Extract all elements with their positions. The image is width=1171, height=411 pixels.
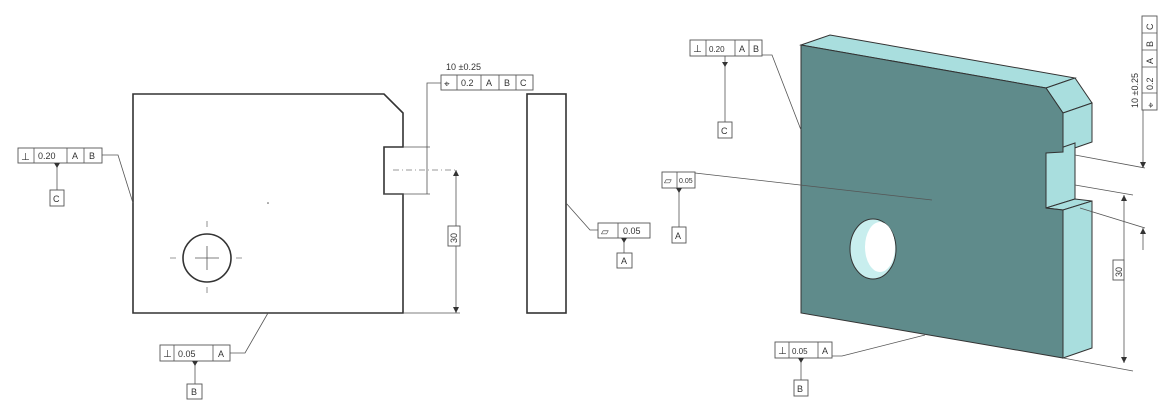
iso-fcf-perpendicularity-left: ⊥ 0.20 A B [689, 39, 763, 57]
svg-text:A: A [72, 151, 78, 161]
svg-text:C: C [721, 126, 728, 136]
svg-text:0.05: 0.05 [679, 178, 693, 185]
fcf-perpendicularity-bottom: ⊥ 0.05 A [159, 344, 231, 362]
svg-text:30: 30 [1114, 267, 1124, 277]
leader [102, 154, 134, 204]
svg-text:⊥: ⊥ [163, 349, 172, 360]
svg-text:0.2: 0.2 [1145, 77, 1155, 90]
svg-text:B: B [191, 387, 197, 397]
side-view: ▱ 0.05 A [526, 93, 651, 314]
svg-text:C: C [520, 78, 527, 88]
svg-text:B: B [504, 78, 510, 88]
fcf-flatness: ▱ 0.05 [597, 222, 651, 239]
iso-datum-c: C [717, 121, 733, 139]
svg-text:0.05: 0.05 [178, 349, 196, 359]
svg-text:▱: ▱ [664, 176, 672, 187]
svg-text:A: A [1145, 58, 1155, 64]
side-view-outline [526, 93, 567, 314]
svg-text:0.05: 0.05 [792, 347, 808, 356]
svg-text:⌖: ⌖ [1146, 102, 1157, 108]
svg-text:⌖: ⌖ [444, 79, 450, 90]
svg-text:A: A [739, 44, 745, 54]
iso-fcf-position-slot: ⌖ 0.2 A B C [1141, 15, 1158, 111]
front-face [800, 44, 1064, 359]
fcf-perpendicularity-left: ⊥ 0.20 A B [17, 147, 103, 164]
svg-text:A: A [486, 78, 492, 88]
slot-size-dimension: 10 ±0.25 [446, 62, 481, 72]
svg-text:C: C [53, 194, 60, 204]
svg-text:0.05: 0.05 [623, 226, 641, 236]
datum-c: C [49, 189, 65, 207]
iso-datum-b: B [793, 379, 809, 397]
svg-text:B: B [753, 44, 759, 54]
svg-text:C: C [1145, 23, 1155, 30]
svg-text:B: B [797, 384, 803, 394]
iso-dimension-30: 30 [1112, 259, 1125, 281]
hole-centerline [195, 246, 219, 270]
datum-b: B [186, 383, 203, 400]
svg-text:▱: ▱ [601, 227, 609, 238]
svg-text:A: A [218, 349, 224, 359]
svg-text:A: A [822, 346, 828, 356]
dimension-30: 30 [447, 225, 461, 247]
front-view: ⊥ 0.20 A B C ⊥ 0.05 A B 10 ±0.25 [17, 62, 534, 400]
svg-text:⊥: ⊥ [21, 152, 30, 163]
datum-a: A [616, 252, 633, 269]
center-point [267, 202, 269, 204]
svg-text:0.20: 0.20 [709, 45, 725, 54]
iso-view: ⊥ 0.20 A B C ▱ 0.05 A ⊥ 0.05 [661, 15, 1158, 397]
svg-text:0.20: 0.20 [38, 151, 56, 161]
svg-text:A: A [675, 231, 681, 241]
iso-fcf-flatness: ▱ 0.05 [661, 171, 696, 189]
hole [182, 233, 232, 283]
svg-text:B: B [89, 151, 95, 161]
svg-text:30: 30 [449, 233, 459, 243]
right-face-lower [1062, 200, 1093, 359]
fcf-position-slot: ⌖ 0.2 A B C [440, 74, 534, 91]
iso-datum-a: A [671, 226, 687, 244]
iso-slot-size: 10 ±0.25 [1130, 73, 1140, 108]
hole-centerline-ext [170, 221, 244, 295]
svg-text:⊥: ⊥ [778, 346, 787, 357]
svg-text:A: A [621, 256, 627, 266]
svg-text:B: B [1145, 41, 1155, 47]
svg-text:⊥: ⊥ [693, 44, 702, 55]
svg-text:0.2: 0.2 [461, 78, 474, 88]
iso-fcf-perpendicularity-bottom: ⊥ 0.05 A [774, 341, 833, 359]
